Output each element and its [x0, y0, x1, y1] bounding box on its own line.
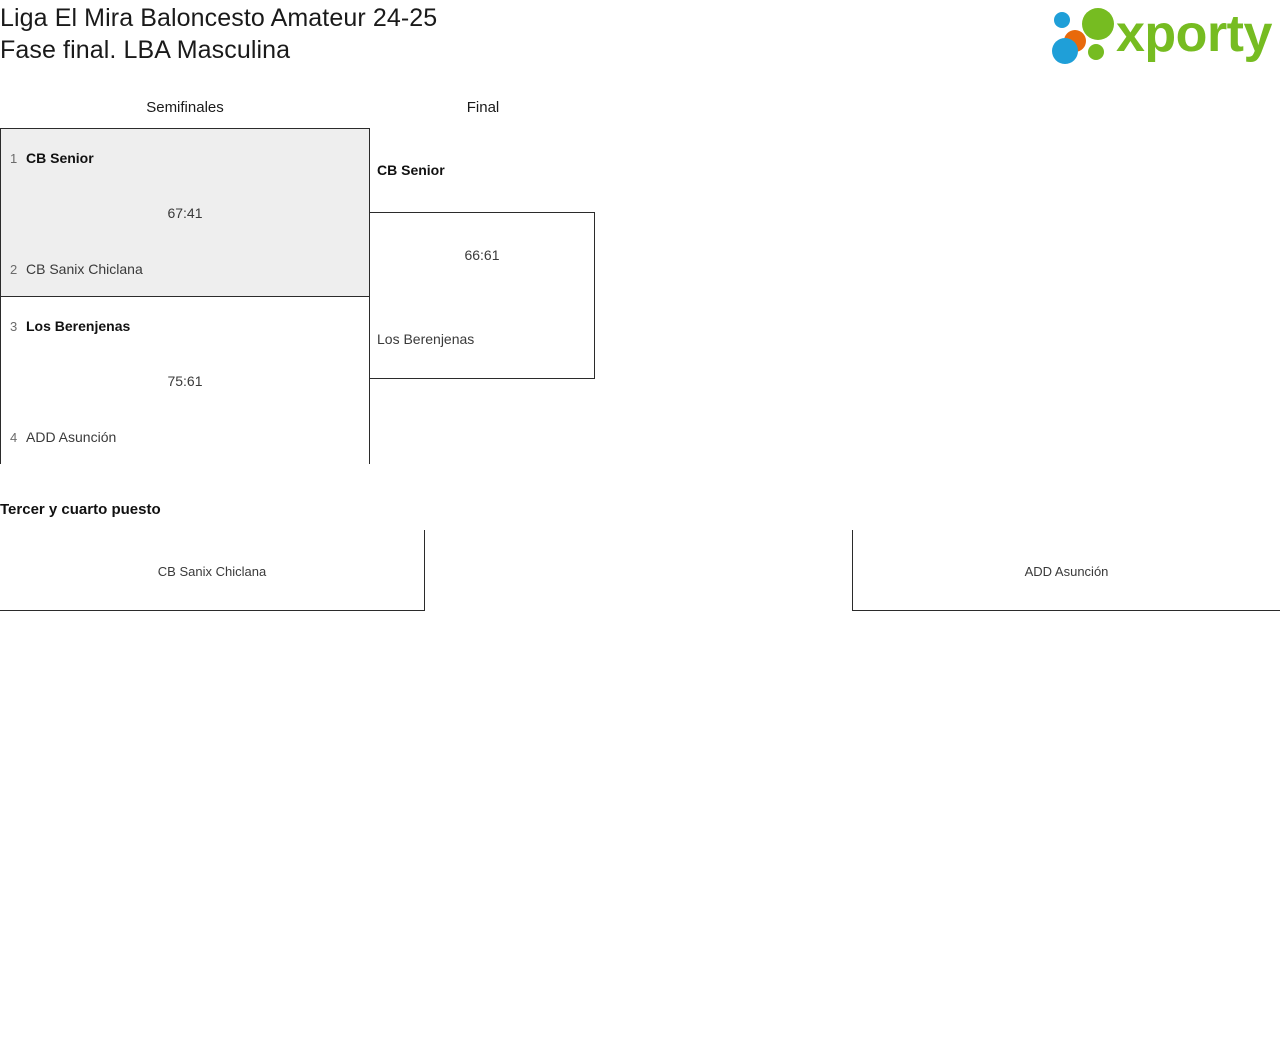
semifinal-1-team-top[interactable]: 1 CB Senior [10, 149, 94, 168]
page-title: Liga El Mira Baloncesto Amateur 24-25 Fa… [0, 2, 900, 66]
semifinal-1-team-top-seed: 1 [10, 151, 18, 166]
third-place-left-slot[interactable]: CB Sanix Chiclana [0, 530, 425, 611]
final-winner-name[interactable]: CB Senior [377, 162, 445, 178]
round-header-semifinals: Semifinales [146, 99, 224, 116]
semifinal-1-score: 67:41 [167, 205, 203, 221]
final-match[interactable]: 66:61 Los Berenjenas [370, 212, 595, 379]
semifinal-1-team-bottom-name: CB Sanix Chiclana [26, 261, 143, 277]
third-place-left-team-name: CB Sanix Chiclana [157, 564, 267, 579]
semifinal-match-2[interactable]: 3 Los Berenjenas 75:61 4 ADD Asunción [1, 297, 369, 465]
semifinal-2-team-bottom-seed: 4 [10, 430, 18, 445]
semifinal-1-team-bottom-seed: 2 [10, 262, 18, 277]
logo-wordmark: xporty [1116, 5, 1272, 63]
semifinal-2-score: 75:61 [167, 373, 203, 389]
xporty-logo[interactable]: xporty [1048, 5, 1276, 66]
semifinal-1-team-top-name: CB Senior [26, 150, 94, 166]
third-place-right-slot[interactable]: ADD Asunción [852, 530, 1280, 611]
semifinal-2-team-top-name: Los Berenjenas [26, 318, 131, 334]
semifinal-1-team-bottom[interactable]: 2 CB Sanix Chiclana [10, 260, 143, 279]
semifinal-2-team-bottom[interactable]: 4 ADD Asunción [10, 428, 116, 447]
final-runnerup-name[interactable]: Los Berenjenas [377, 331, 475, 347]
logo-dot-blue-large-icon [1052, 38, 1078, 64]
final-score: 66:61 [464, 247, 500, 263]
page-title-line-1: Liga El Mira Baloncesto Amateur 24-25 [0, 4, 438, 32]
semifinal-2-team-bottom-name: ADD Asunción [26, 429, 117, 445]
semifinal-2-team-top[interactable]: 3 Los Berenjenas [10, 317, 130, 336]
round-header-final: Final [466, 99, 500, 116]
third-place-right-team-name: ADD Asunción [1024, 564, 1109, 579]
semifinal-match-1[interactable]: 1 CB Senior 67:41 2 CB Sanix Chiclana [1, 129, 369, 297]
semifinal-2-team-top-seed: 3 [10, 319, 18, 334]
logo-dot-green-large-icon [1082, 8, 1114, 40]
logo-dot-blue-small-icon [1054, 12, 1070, 28]
semifinals-column: 1 CB Senior 67:41 2 CB Sanix Chiclana 3 Los… [0, 128, 370, 465]
page-title-line-2: Fase final. LBA Masculina [0, 36, 291, 64]
third-place-heading: Tercer y cuarto puesto [0, 501, 161, 518]
logo-dot-green-small-icon [1088, 44, 1104, 60]
